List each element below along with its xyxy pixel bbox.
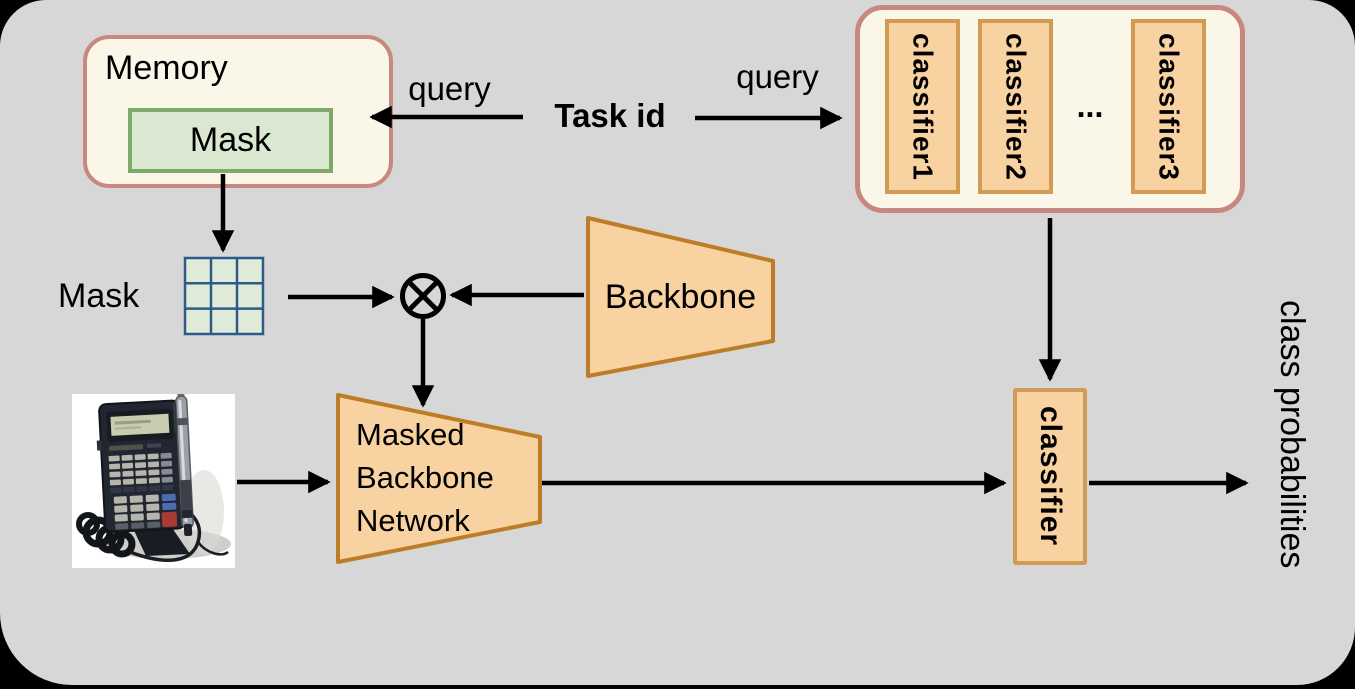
input-image [72,394,235,568]
otimes-operator-icon [400,273,446,319]
query-right-label: query [736,58,819,95]
red-key [161,511,178,528]
classifier3-label: classifier3 [1153,32,1185,181]
memory-container: Memory Mask [83,35,393,188]
classifier1-box: classifier1 [885,19,960,194]
classifier2-label: classifier2 [1000,32,1032,181]
masked-backbone-label: Masked Backbone Network [356,417,494,538]
lcd-display [110,413,170,436]
masked-backbone-trapezoid [336,393,542,564]
ellipsis: ... [1076,88,1104,124]
backbone-label: Backbone [604,278,757,316]
blue-key [161,493,176,502]
memory-mask-box: Mask [128,108,333,173]
query-left-label: query [408,70,491,107]
class-probabilities-label: class probabilities [1273,300,1311,569]
classifier1-label: classifier1 [907,32,939,181]
backbone-trapezoid [586,216,775,378]
classifier2-box: classifier2 [978,19,1053,194]
classifier3-box: classifier3 [1131,19,1206,194]
memory-mask-label: Mask [189,121,272,159]
device-body [96,394,194,537]
mask-grid [183,256,265,336]
classifier-label: classifier [1034,406,1067,547]
task-id-label: Task id [554,97,666,134]
classifier-box: classifier [1013,388,1087,565]
memory-title: Memory [105,49,228,87]
classifier-bank: classifier1 classifier2 ... classifier3 [855,5,1245,213]
keypad [108,452,178,530]
probe-icon [172,394,194,537]
mask-grid-label: Mask [58,277,140,315]
